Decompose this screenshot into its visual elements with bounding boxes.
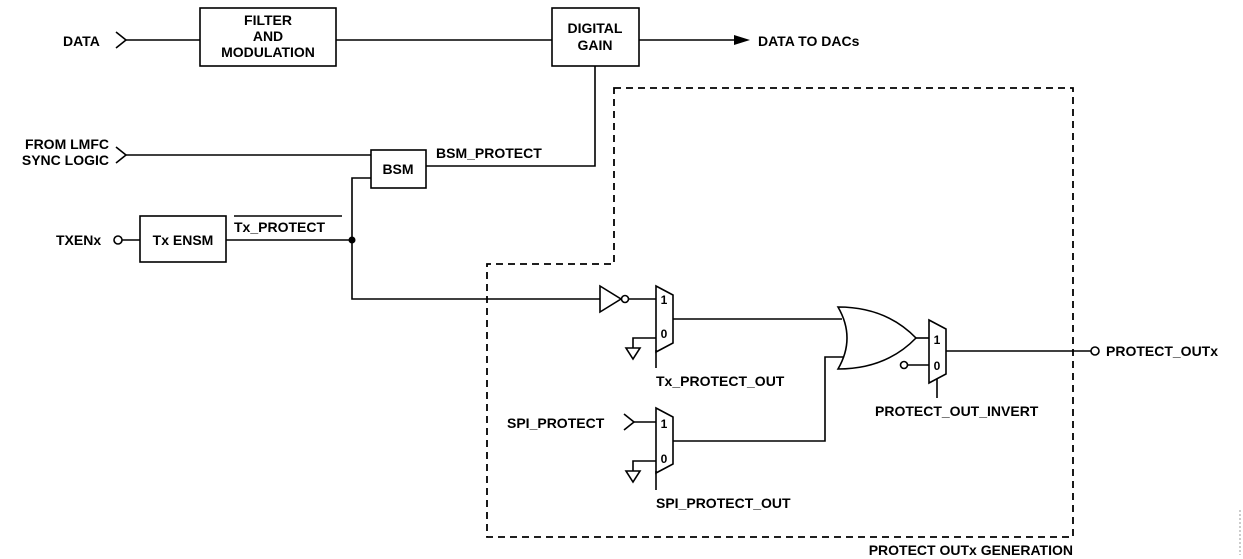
spi-mux-in1-label: 1	[661, 417, 668, 431]
feedback-bubble	[899, 360, 909, 370]
gain-label-line2: GAIN	[578, 37, 613, 53]
protect-out-invert-label: PROTECT_OUT_INVERT	[875, 403, 1039, 419]
digital-gain-block	[551, 7, 640, 67]
tx-mux-in1-label: 1	[661, 293, 668, 307]
tx-ensm-label: Tx ENSM	[153, 232, 214, 248]
spi-mux-out-wire	[673, 356, 848, 442]
filter-label-line2: AND	[253, 28, 283, 44]
region-label: PROTECT OUTx GENERATION	[869, 542, 1073, 558]
txen-label: TXENx	[56, 232, 101, 248]
inverter-gate	[599, 284, 623, 314]
tx-protect-label: Tx_PROTECT	[234, 219, 325, 235]
tx-ensm-block	[139, 215, 227, 263]
protect-out-pin	[1090, 346, 1100, 356]
invert-mux-in0-label: 0	[934, 359, 941, 373]
data-input-chevron	[115, 31, 128, 49]
bsm-label: BSM	[382, 161, 413, 177]
bsm-protect-label: BSM_PROTECT	[436, 145, 542, 161]
or-gate	[836, 306, 918, 370]
gain-label-line1: DIGITAL	[568, 20, 623, 36]
spi-protect-out-label: SPI_PROTECT_OUT	[656, 495, 791, 511]
spi-protect-label: SPI_PROTECT	[507, 415, 605, 431]
tx-protect-mux	[655, 284, 674, 354]
bsm-protect-wire	[426, 66, 596, 167]
lmfc-label-line1: FROM LMFC	[25, 136, 109, 152]
data-input-label: DATA	[63, 33, 100, 49]
filter-label-line1: FILTER	[244, 12, 292, 28]
tx-mux-in0-label: 0	[661, 327, 668, 341]
filter-label-line3: MODULATION	[221, 44, 315, 60]
lmfc-input-chevron	[115, 146, 128, 164]
bsm-block	[370, 149, 427, 189]
tx-protect-to-inverter-wire	[351, 240, 600, 300]
tx-protect-out-label: Tx_PROTECT_OUT	[656, 373, 785, 389]
spi-input-chevron	[623, 413, 636, 431]
protect-outx-generation-region	[486, 87, 1074, 538]
lmfc-label-line2: SYNC LOGIC	[22, 152, 109, 168]
data-to-dacs-label: DATA TO DACs	[758, 33, 860, 49]
tx-protect-to-bsm-wire	[351, 177, 371, 240]
protect-outx-label: PROTECT_OUTx	[1106, 343, 1218, 359]
ground-symbol	[624, 347, 642, 361]
spi-mux-in0-label: 0	[661, 452, 668, 466]
inverter-bubble	[620, 294, 630, 304]
tx-mux-in0-ground-wire	[632, 337, 656, 348]
txen-pin	[113, 235, 123, 245]
invert-mux-in1-label: 1	[934, 333, 941, 347]
data-to-dacs-arrow	[734, 35, 750, 45]
ground-symbol	[624, 470, 642, 484]
protect-out-invert-mux	[928, 318, 947, 385]
spi-mux-in0-ground-wire	[632, 460, 656, 471]
filter-modulation-block	[199, 7, 337, 67]
spi-protect-mux	[655, 406, 674, 475]
